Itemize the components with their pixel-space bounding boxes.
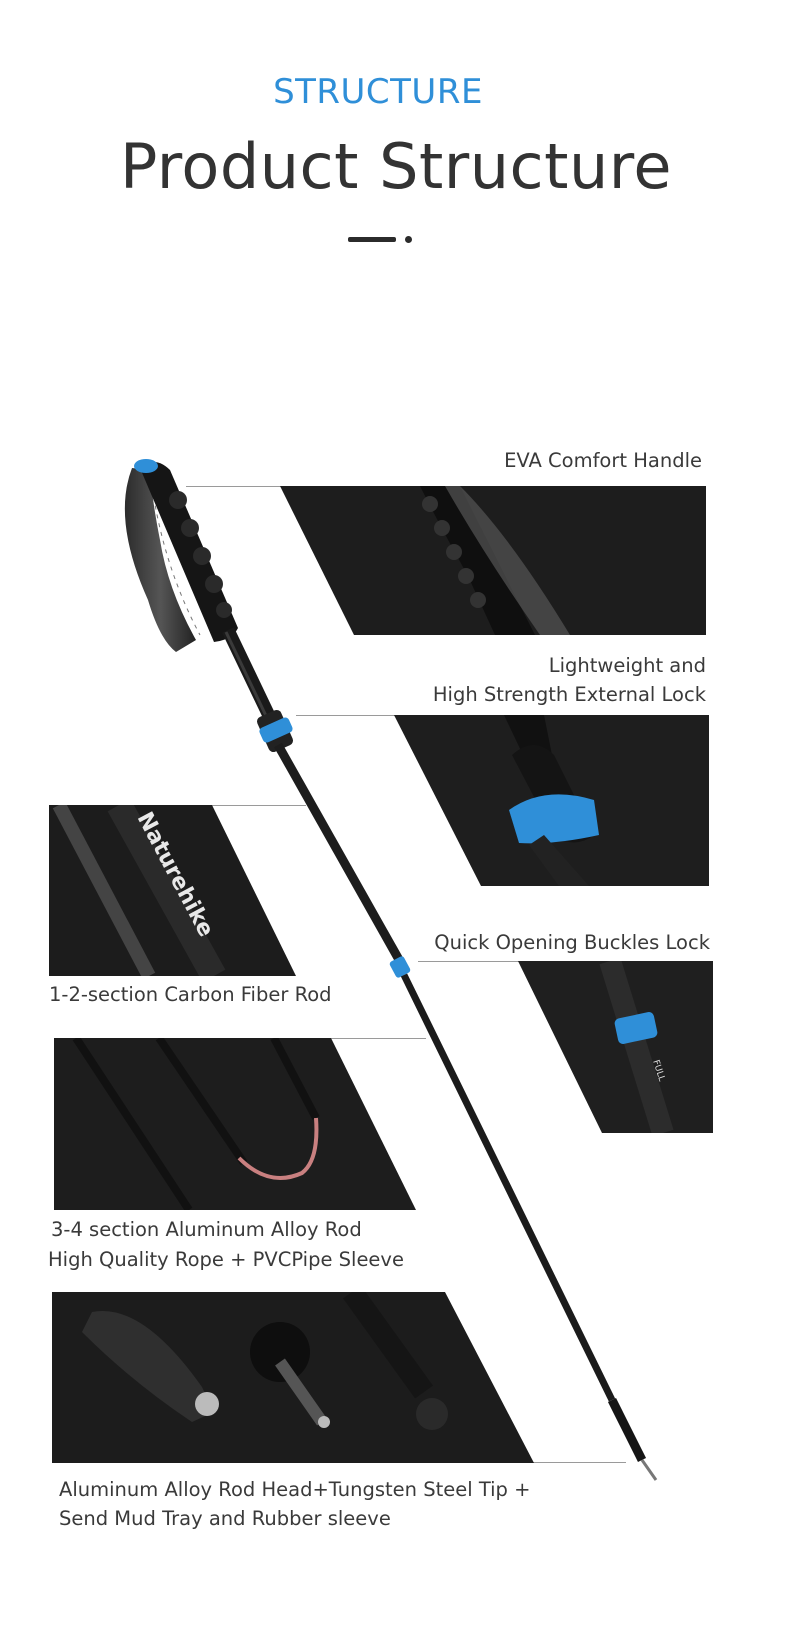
- leader-line: [210, 805, 306, 806]
- page-title: Product Structure: [119, 130, 673, 203]
- carbon-rod-detail-image: Naturehike: [49, 805, 296, 976]
- feature-label-aluminum-rod-line1: 3-4 section Aluminum Alloy Rod: [51, 1218, 362, 1241]
- aluminum-rod-detail-image: [54, 1038, 416, 1210]
- section-kicker: STRUCTURE: [273, 72, 483, 112]
- external-lock-detail-image: [394, 715, 709, 886]
- leader-line: [296, 715, 396, 716]
- rod-head-detail-image: [52, 1292, 534, 1463]
- feature-label-eva-handle: EVA Comfort Handle: [504, 449, 702, 472]
- feature-label-rod-head-line2: Send Mud Tray and Rubber sleeve: [59, 1507, 391, 1530]
- feature-label-external-lock-line2: High Strength External Lock: [432, 683, 706, 706]
- quick-buckle-detail-image: FULL: [518, 961, 713, 1133]
- title-divider: [348, 237, 396, 242]
- leader-line: [330, 1038, 426, 1039]
- leader-line: [530, 1462, 626, 1463]
- feature-label-rod-head-line1: Aluminum Alloy Rod Head+Tungsten Steel T…: [59, 1478, 531, 1501]
- trekking-pole-image: [124, 459, 658, 1481]
- feature-label-aluminum-rod-line2: High Quality Rope + PVCPipe Sleeve: [48, 1248, 404, 1271]
- leader-line: [418, 961, 520, 962]
- feature-label-external-lock-line1: Lightweight and: [548, 654, 706, 677]
- title-divider-dot: [405, 236, 412, 243]
- feature-label-carbon-rod: 1-2-section Carbon Fiber Rod: [49, 983, 332, 1006]
- leader-line: [186, 486, 282, 487]
- eva-handle-detail-image: [280, 486, 706, 635]
- feature-label-quick-buckle: Quick Opening Buckles Lock: [434, 931, 710, 954]
